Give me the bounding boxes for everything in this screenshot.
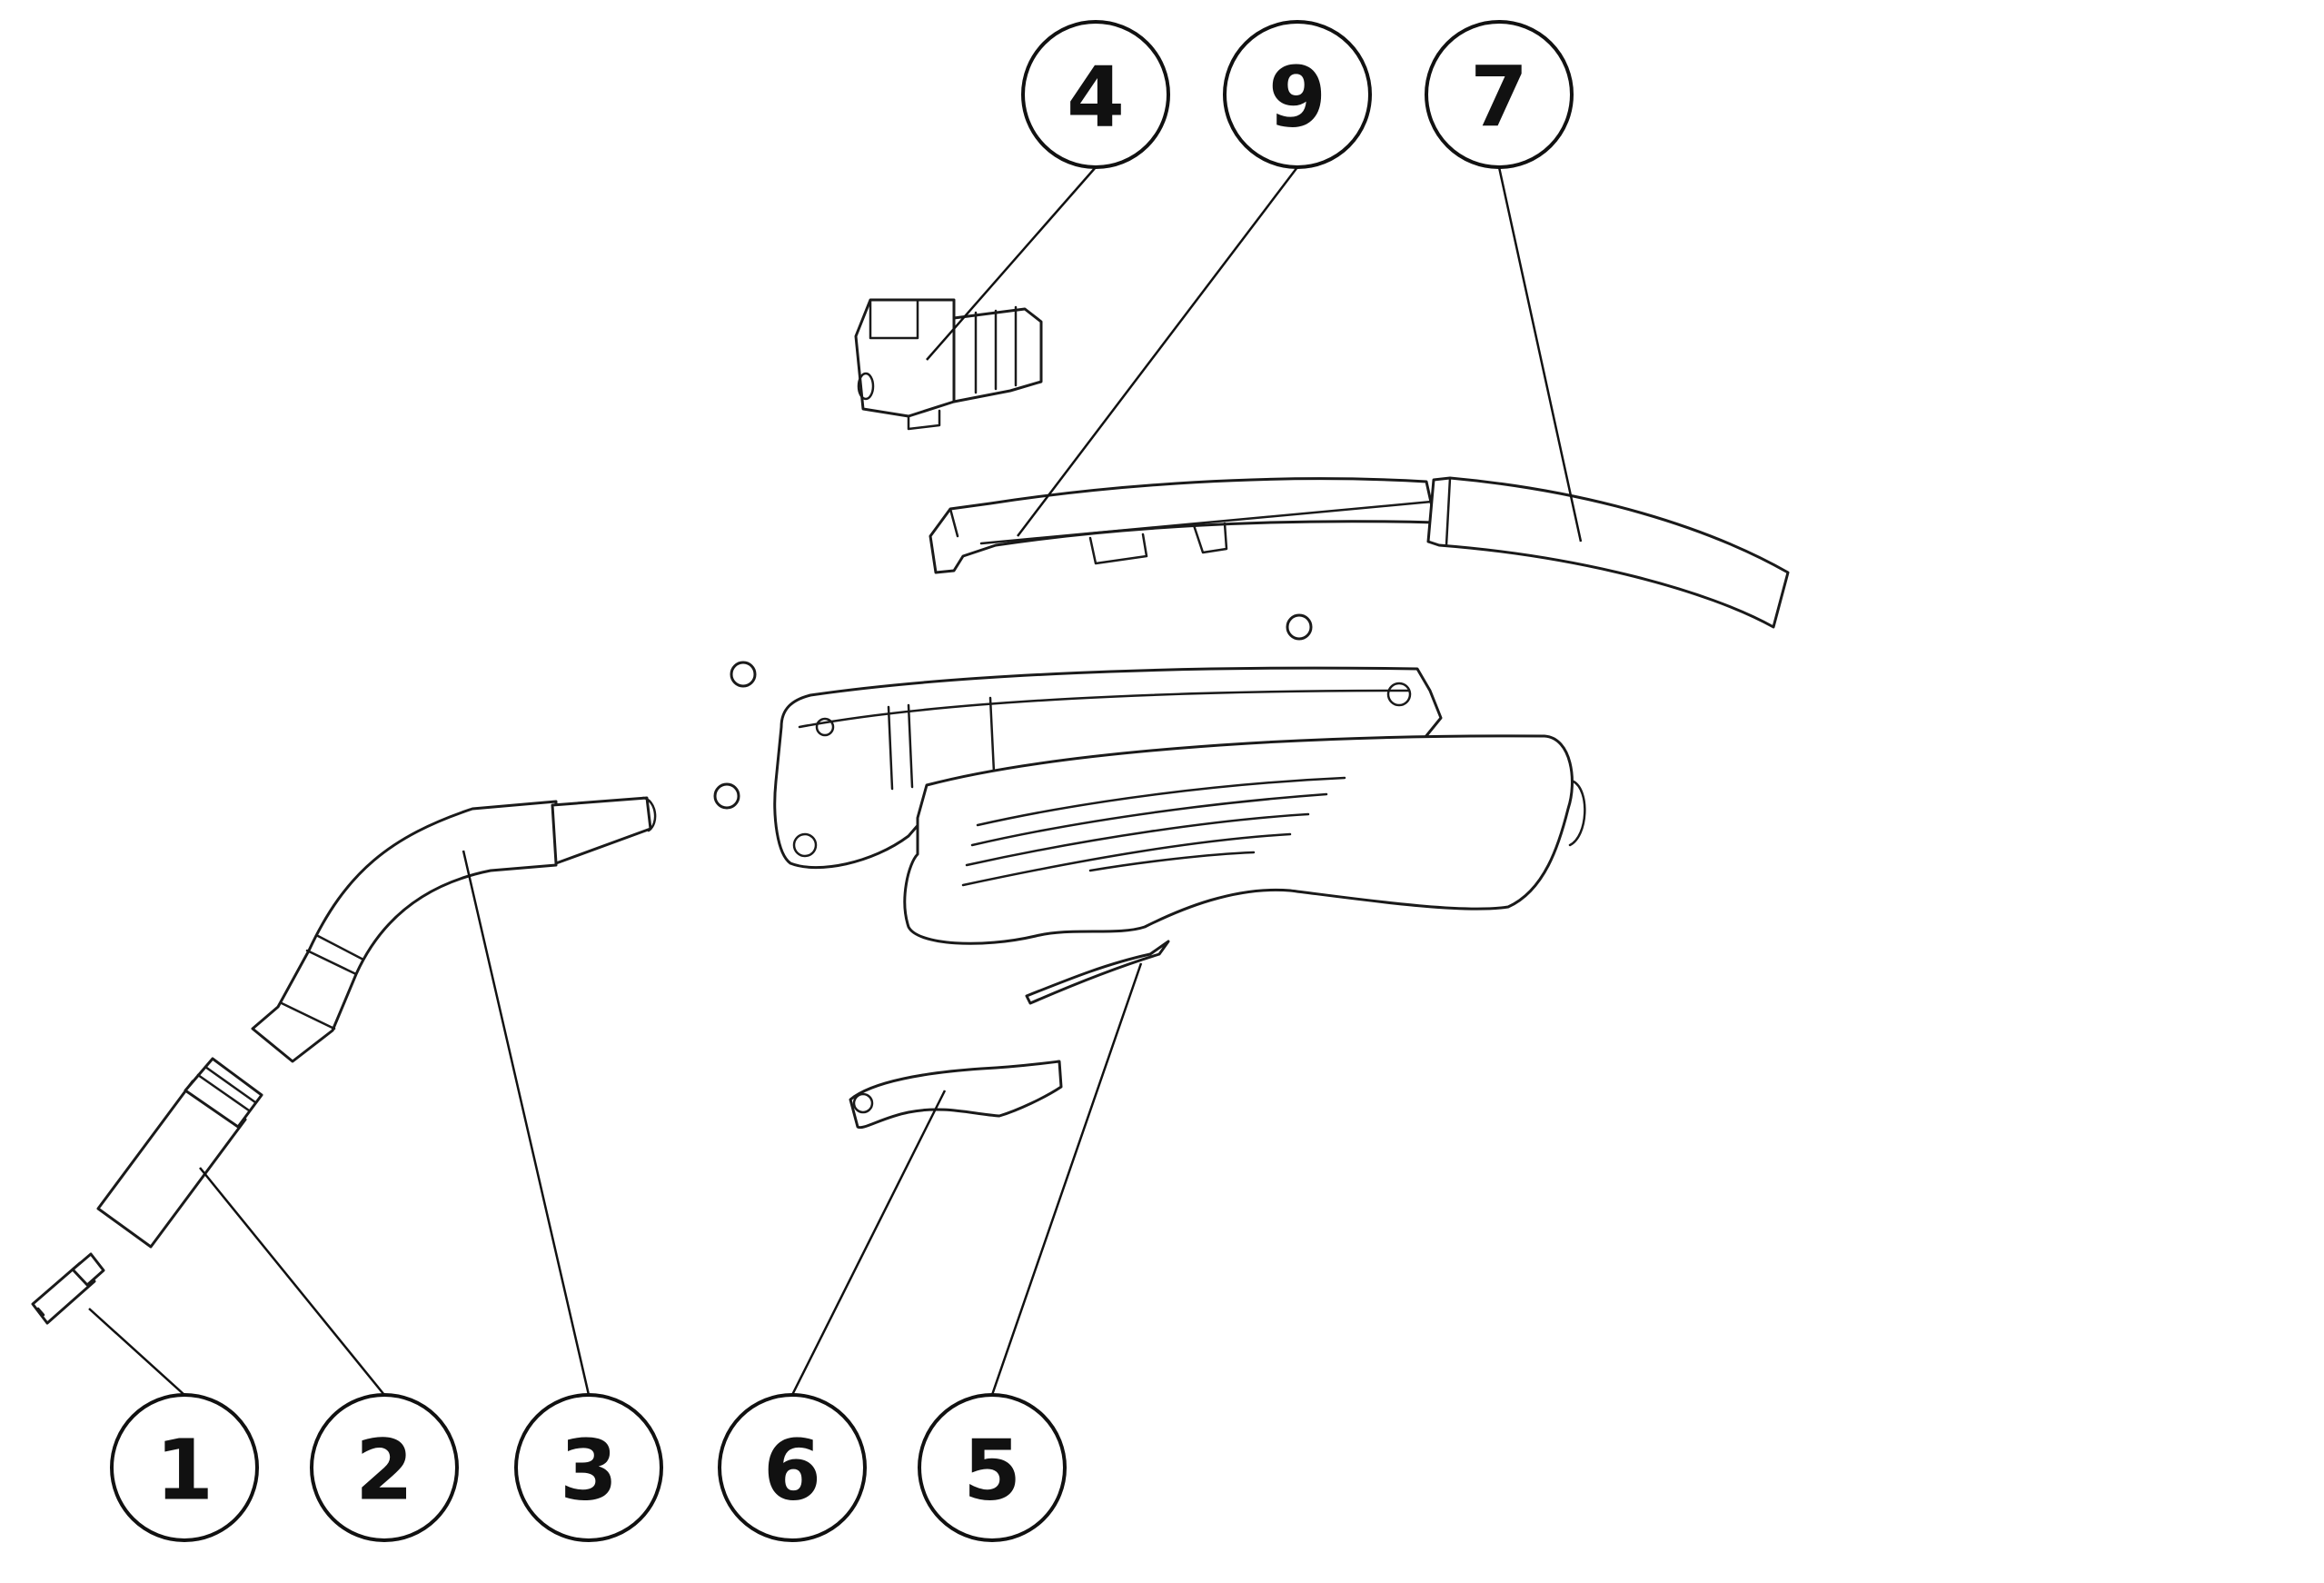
leader-4 xyxy=(926,166,1097,361)
callout-label: 6 xyxy=(763,1422,821,1519)
leader-3 xyxy=(462,850,591,1396)
callout-label: 1 xyxy=(155,1422,214,1519)
callout-3: 3 xyxy=(514,1393,663,1542)
part-trigger-lever xyxy=(849,1060,1063,1130)
callout-5: 5 xyxy=(918,1393,1067,1542)
leader-2 xyxy=(199,1167,385,1396)
callout-label: 5 xyxy=(963,1422,1021,1519)
part-gooseneck xyxy=(251,796,657,1063)
callout-7: 7 xyxy=(1425,20,1574,169)
callout-6: 6 xyxy=(718,1393,867,1542)
screws xyxy=(713,613,1313,810)
leader-5 xyxy=(990,962,1143,1396)
callout-9: 9 xyxy=(1223,20,1372,169)
leader-lines xyxy=(88,166,1583,1396)
leader-9 xyxy=(1017,166,1298,537)
callout-2: 2 xyxy=(310,1393,459,1542)
callout-label: 2 xyxy=(355,1422,413,1519)
part-nozzle xyxy=(96,1057,263,1249)
part-connector-block xyxy=(854,298,1043,431)
leader-6 xyxy=(790,1090,947,1396)
callout-label: 4 xyxy=(1067,49,1125,146)
part-cable-sleeve xyxy=(1426,476,1790,629)
callout-label: 7 xyxy=(1470,49,1528,146)
callout-label: 3 xyxy=(560,1422,618,1519)
callout-4: 4 xyxy=(1021,20,1170,169)
part-trigger-spring xyxy=(1025,940,1170,1005)
leader-1 xyxy=(88,1308,185,1396)
part-contact-tip xyxy=(31,1252,105,1325)
callout-1: 1 xyxy=(110,1393,259,1542)
leader-7 xyxy=(1497,166,1583,543)
callout-label: 9 xyxy=(1268,49,1326,146)
part-internal-cable xyxy=(929,477,1437,574)
part-handle-cover xyxy=(903,734,1586,945)
